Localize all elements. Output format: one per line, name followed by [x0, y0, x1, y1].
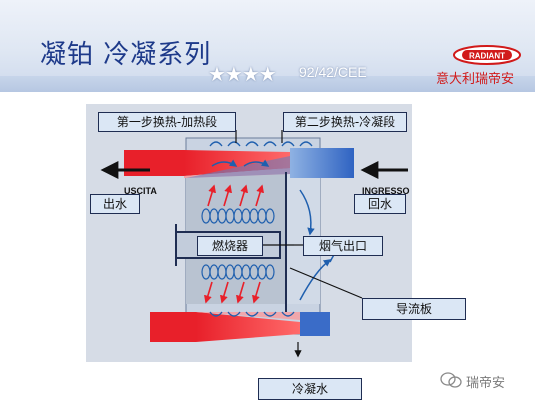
burner-label: 燃烧器 — [197, 236, 263, 256]
watermark-text: 瑞帝安 — [466, 376, 506, 391]
label-leader-lines — [235, 130, 363, 358]
standard-code: 92/42/CEE — [299, 64, 367, 80]
condensate-label: 冷凝水 — [258, 378, 362, 400]
top-coils — [209, 141, 313, 147]
flue-outlet-label: 烟气出口 — [303, 236, 383, 256]
header-band — [0, 76, 535, 92]
rating-stars: ★★★★ — [208, 62, 277, 86]
uscita-caption: USCITA — [124, 186, 157, 196]
burner-coils-lower — [201, 264, 275, 280]
stage1-label: 第一步换热-加热段 — [98, 112, 236, 132]
bottom-coils — [209, 311, 295, 317]
ingresso-caption: INGRESSO — [362, 186, 410, 196]
baffle-label: 导流板 — [362, 298, 466, 320]
bottom-return-pipe — [300, 312, 330, 336]
hot-gas-arrows-down — [204, 281, 261, 304]
logo-text: RADIANT — [469, 52, 505, 61]
burner-coils-upper — [201, 208, 275, 224]
outlet-water-label: 出水 — [90, 194, 140, 214]
top-return-pipe — [290, 148, 354, 178]
stage2-label: 第二步换热-冷凝段 — [283, 112, 407, 132]
slide-title: 凝铂 冷凝系列 — [40, 40, 212, 70]
hot-gas-arrows-up — [207, 184, 264, 207]
wechat-icon — [440, 372, 462, 388]
slide-header — [0, 0, 535, 92]
company-name: 意大利瑞帝安 — [436, 72, 515, 87]
bottom-hot-pipe — [150, 312, 196, 342]
return-water-label: 回水 — [354, 194, 406, 214]
radiant-logo: RADIANT — [453, 45, 521, 65]
